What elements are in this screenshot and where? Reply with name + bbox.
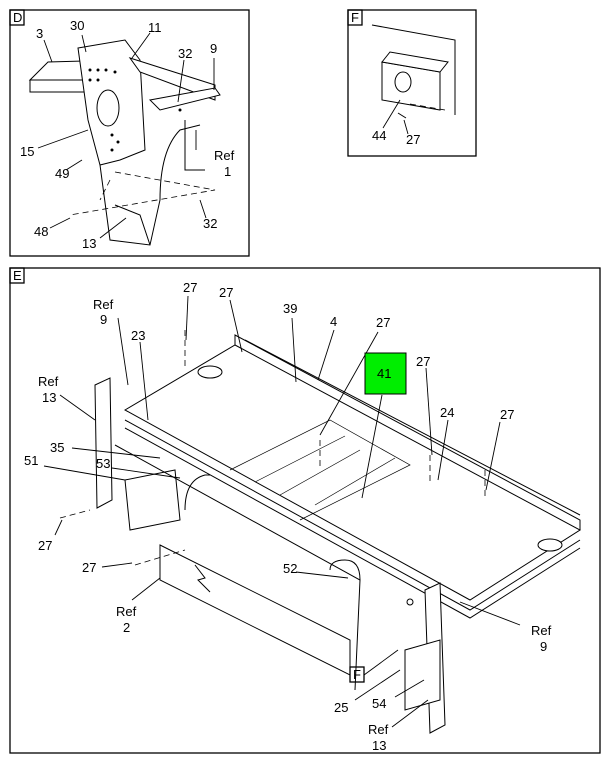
callout-1: 1 [224,164,231,179]
callout-54: 54 [372,696,386,711]
callout-53: 53 [96,456,110,471]
callout-30: 30 [70,18,84,33]
detail-d-drawing [28,39,221,246]
callout-41-highlight [364,352,407,395]
callout-23: 23 [131,328,145,343]
view-e-frame [9,267,601,754]
view-e-drawing [59,330,581,734]
callout-48: 48 [34,224,48,239]
callout-ref-2: Ref [116,604,137,619]
callout-27-g: 27 [82,560,96,575]
callout-25: 25 [334,700,348,715]
callout-27-d: 27 [416,354,430,369]
callout-27-c: 27 [376,315,390,330]
callout-13: 13 [82,236,96,251]
callout-41: 41 [377,366,391,381]
detail-d-frame [9,9,250,257]
detail-f-drawing [371,24,456,119]
callout-35: 35 [50,440,64,455]
callout-9-b: 9 [540,639,547,654]
callout-27-a: 27 [183,280,197,295]
detail-f-label: F [351,10,359,25]
view-e-label: E [13,268,22,283]
callout-15: 15 [20,144,34,159]
callout-52: 52 [283,561,297,576]
callout-32-bottom: 32 [203,216,217,231]
callout-3: 3 [36,26,43,41]
detail-f-flag: F [353,667,361,682]
callout-ref-9-b: Ref [531,623,552,638]
callout-ref-13-a: Ref [38,374,59,389]
callout-27-e: 27 [500,407,514,422]
callout-ref-13-b: Ref [368,722,389,737]
callout-2: 2 [123,620,130,635]
detail-f-panel: F 44 27 [347,9,477,157]
detail-d-label-box [9,9,25,26]
callout-ref-9-a: Ref [93,297,114,312]
detail-d-label: D [13,10,22,25]
callout-24: 24 [440,405,454,420]
callout-32-top: 32 [178,46,192,61]
callout-39: 39 [283,301,297,316]
callout-27-f2: 27 [38,538,52,553]
callout-9: 9 [210,41,217,56]
callout-11: 11 [148,20,162,35]
detail-f-frame [347,9,477,157]
callout-51: 51 [24,453,38,468]
callout-13-a: 13 [42,390,56,405]
callout-44: 44 [372,128,386,143]
callout-27-f: 27 [406,132,420,147]
callout-13-b: 13 [372,738,386,753]
detail-f-label-box [347,9,363,26]
callout-ref: Ref [214,148,235,163]
view-e-panel: E [9,267,601,754]
view-e-label-box [9,267,25,284]
callout-49: 49 [55,166,69,181]
callout-27-b: 27 [219,285,233,300]
callout-4: 4 [330,314,337,329]
callout-9-a: 9 [100,312,107,327]
detail-d-panel: D 3 [9,9,250,257]
